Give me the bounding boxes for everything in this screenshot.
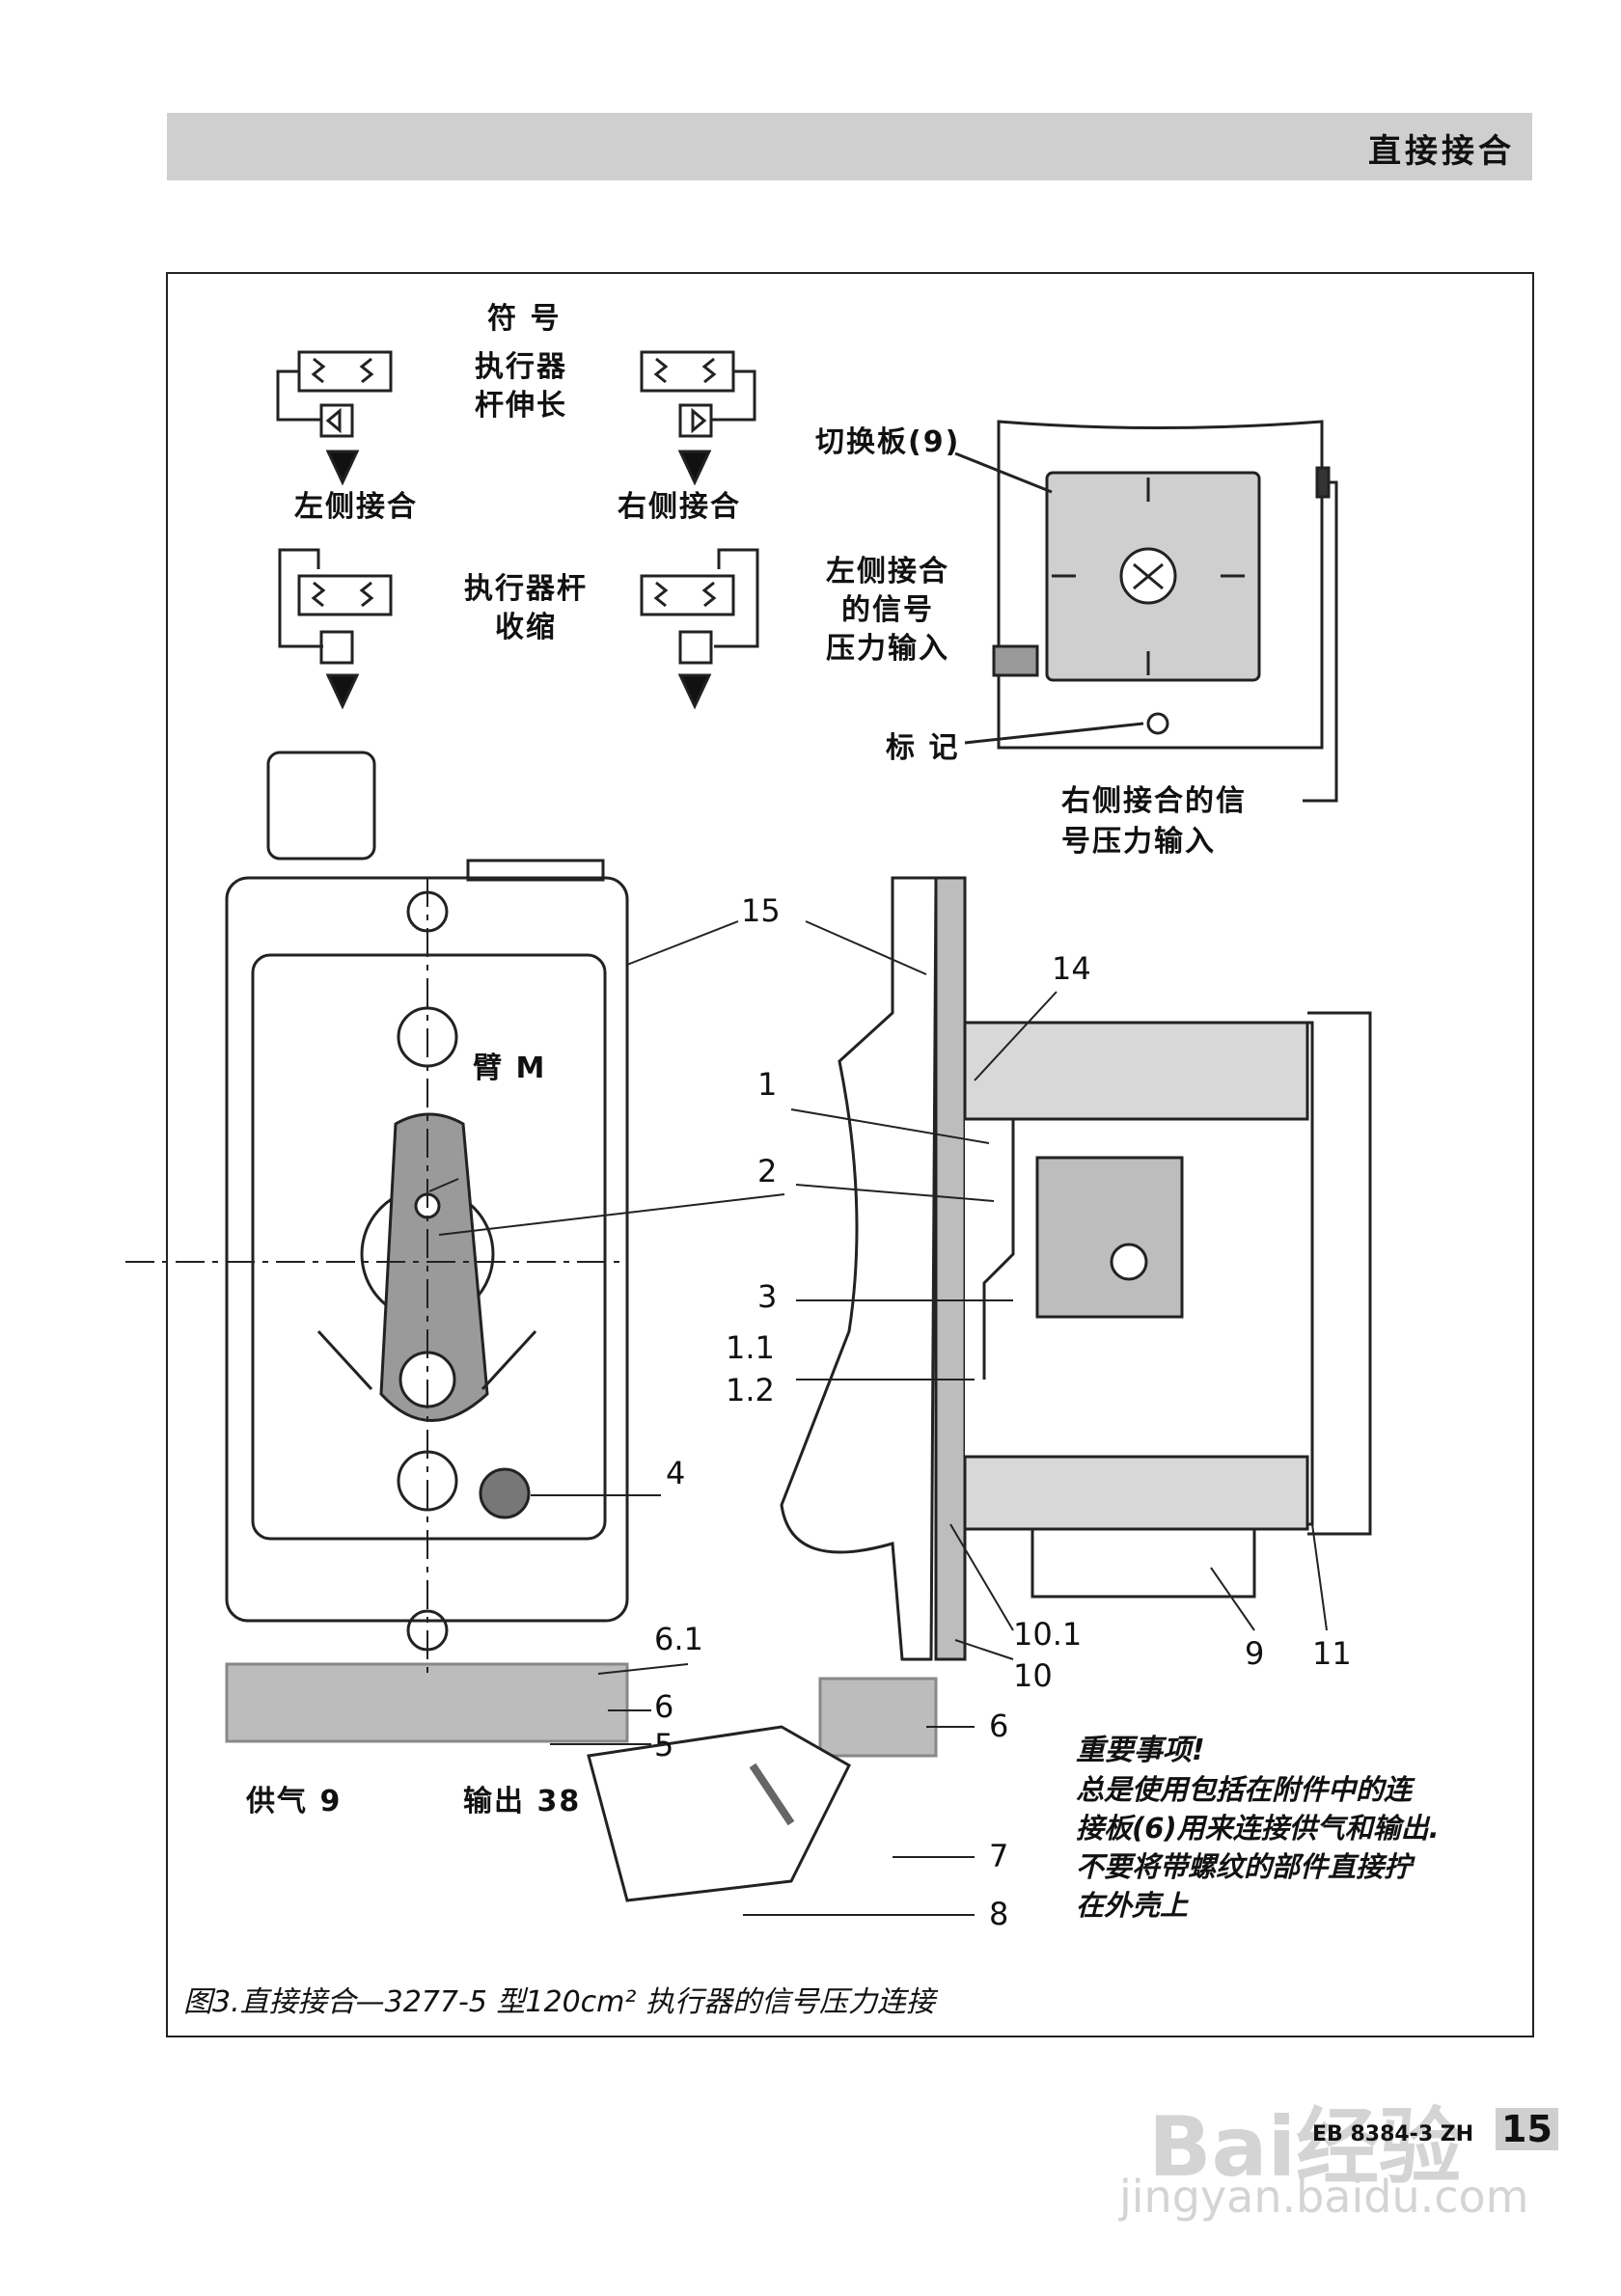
figure-caption: 图3.直接接合—3277-5 型120cm² 执行器的信号压力连接 <box>183 1985 935 2019</box>
switch-plate-detail <box>954 420 1338 803</box>
callout-15: 15 <box>741 892 781 929</box>
extend-label-line1: 执行器 <box>475 350 567 384</box>
symbols-title: 符 号 <box>487 302 562 336</box>
callout-6-1: 6.1 <box>654 1621 703 1657</box>
note-heading: 重要事项! <box>1076 1734 1205 1767</box>
mark-label: 标 记 <box>886 731 960 765</box>
retract-label-line2: 收缩 <box>495 611 557 644</box>
positioner-front-view <box>125 751 629 1743</box>
callout-9: 9 <box>1245 1635 1265 1672</box>
left-input-label-line3: 压力输入 <box>826 632 949 666</box>
callout-2: 2 <box>757 1153 778 1189</box>
positioner-side-section <box>587 876 1372 1902</box>
callout-1-2: 1.2 <box>726 1372 775 1408</box>
symbol-right-extend <box>640 350 756 486</box>
header-bar: 直接接合 <box>167 113 1532 180</box>
watermark-logo: Bai经验 <box>1148 2099 1463 2196</box>
callout-3: 3 <box>757 1278 778 1315</box>
left-input-label-line2: 的信号 <box>841 593 934 627</box>
callout-1: 1 <box>757 1066 778 1103</box>
right-joint-label: 右侧接合 <box>618 490 741 524</box>
callout-10-1: 10.1 <box>1013 1616 1083 1653</box>
callout-14: 14 <box>1052 950 1091 987</box>
symbol-right-retract <box>640 548 759 710</box>
watermark-url: jingyan.baidu.com <box>1119 2171 1529 2223</box>
callout-10: 10 <box>1013 1657 1053 1694</box>
left-joint-label: 左侧接合 <box>294 490 418 524</box>
callout-6-side: 6 <box>989 1708 1009 1744</box>
callout-11: 11 <box>1312 1635 1352 1672</box>
retract-label-line1: 执行器杆 <box>464 572 588 606</box>
symbol-left-retract <box>278 548 393 710</box>
note-line-4: 在外壳上 <box>1076 1889 1189 1922</box>
output-label: 输出 38 <box>463 1785 582 1818</box>
left-input-label-line1: 左侧接合 <box>826 555 949 588</box>
note-line-1: 总是使用包括在附件中的连 <box>1076 1773 1413 1806</box>
page-number: 15 <box>1496 2108 1558 2150</box>
important-note: 重要事项! 总是使用包括在附件中的连 接板(6)用来连接供气和输出. 不要将带螺… <box>1076 1732 1520 1925</box>
note-line-3: 不要将带螺纹的部件直接拧 <box>1076 1850 1413 1883</box>
callout-7: 7 <box>989 1838 1009 1874</box>
callout-1-1: 1.1 <box>726 1329 775 1366</box>
right-input-label-line2: 号压力输入 <box>1061 825 1216 859</box>
right-input-label-line1: 右侧接合的信 <box>1061 784 1247 818</box>
symbol-left-extend <box>276 350 393 486</box>
callout-5: 5 <box>654 1727 674 1763</box>
callout-6-front: 6 <box>654 1688 674 1725</box>
page-header-title: 直接接合 <box>1368 132 1515 171</box>
arm-m-label: 臂 M <box>473 1052 547 1085</box>
callout-leaders <box>428 920 1328 1916</box>
note-line-2: 接板(6)用来连接供气和输出. <box>1076 1812 1440 1845</box>
figure-frame <box>166 272 1534 2037</box>
supply-label: 供气 9 <box>246 1785 343 1818</box>
callout-4: 4 <box>666 1455 686 1491</box>
extend-label-line2: 杆伸长 <box>475 389 567 423</box>
switch-plate-label: 切换板(9) <box>815 425 961 459</box>
callout-8: 8 <box>989 1896 1009 1932</box>
document-code: EB 8384-3 ZH <box>1312 2122 1474 2146</box>
